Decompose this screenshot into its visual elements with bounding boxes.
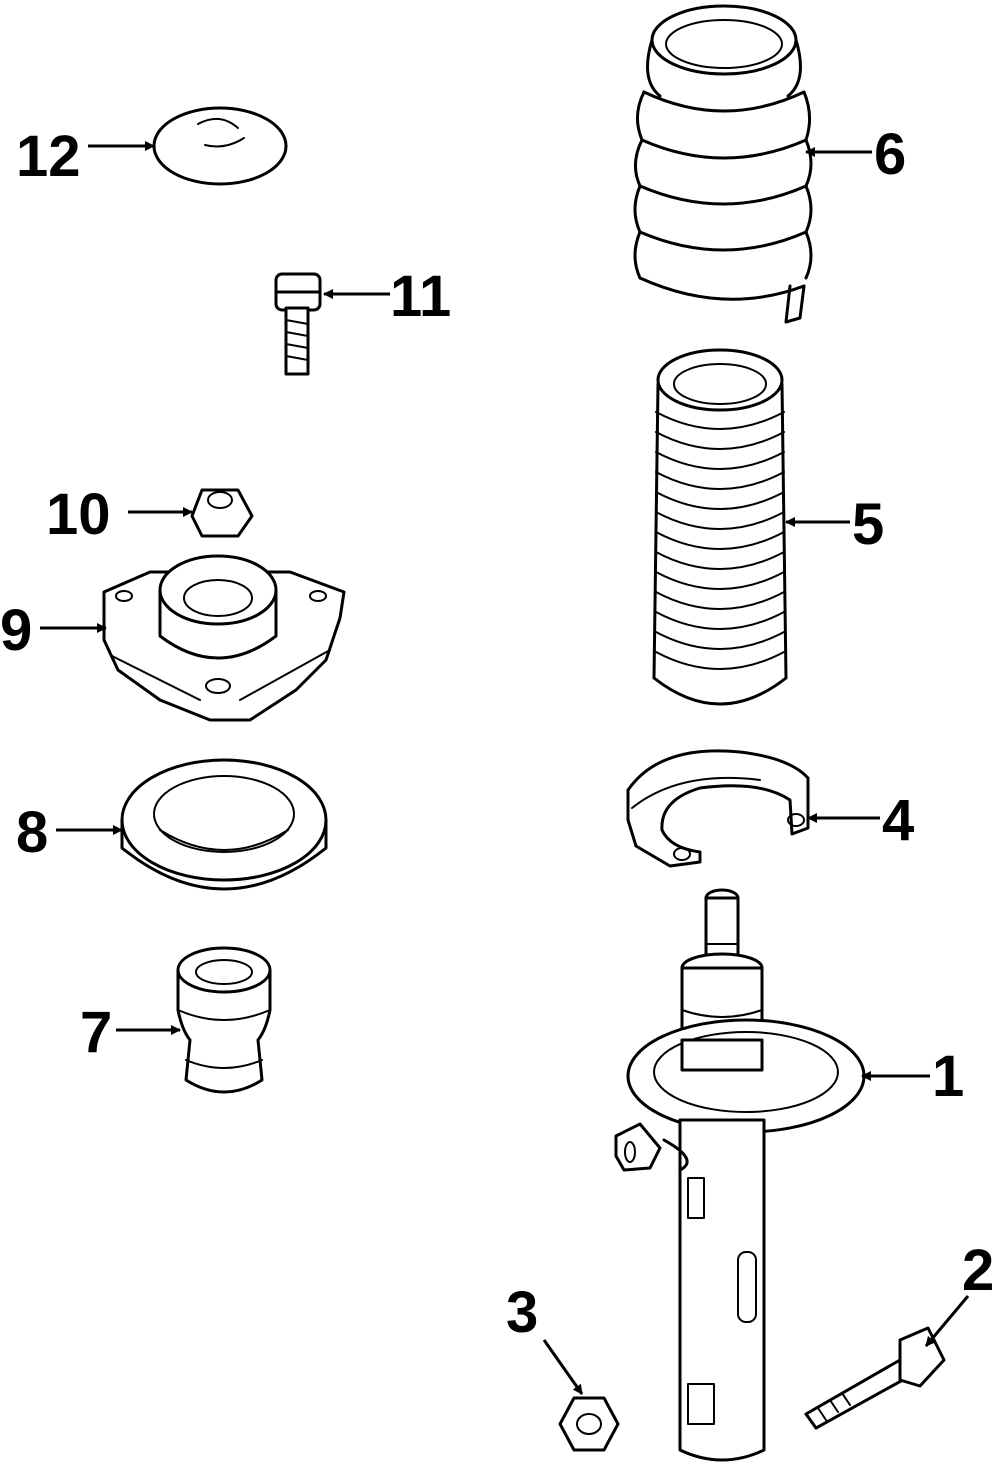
callout-1: 1 [932,1044,964,1109]
part-10-nut [190,488,254,538]
callout-4: 4 [882,788,914,853]
part-3-nut [558,1396,620,1452]
callout-8: 8 [16,800,48,865]
leader-3 [542,1339,584,1395]
callout-10: 10 [46,482,111,547]
callout-7: 7 [80,1000,112,1065]
part-6-coil-spring [633,4,813,324]
part-11-bolt [274,272,322,376]
callout-2: 2 [962,1238,994,1303]
part-7-bump-stop [176,946,272,1094]
part-5-dust-boot [652,348,788,706]
callout-9: 9 [0,598,32,663]
part-8-bearing [120,758,328,891]
callout-labels: 1 2 3 4 5 6 7 8 9 10 11 12 [0,122,994,1345]
part-12-cap [152,106,288,186]
leader-lines [40,141,970,1395]
callout-3: 3 [506,1280,538,1345]
part-4-spring-seat [626,749,810,868]
part-2-bolt [804,1326,946,1430]
callout-5: 5 [852,492,884,557]
part-1-strut [614,888,866,1462]
callout-11: 11 [390,264,451,329]
callout-6: 6 [874,122,906,187]
callout-12: 12 [16,124,81,189]
part-9-mount [102,554,346,722]
leader-2 [924,1295,970,1347]
